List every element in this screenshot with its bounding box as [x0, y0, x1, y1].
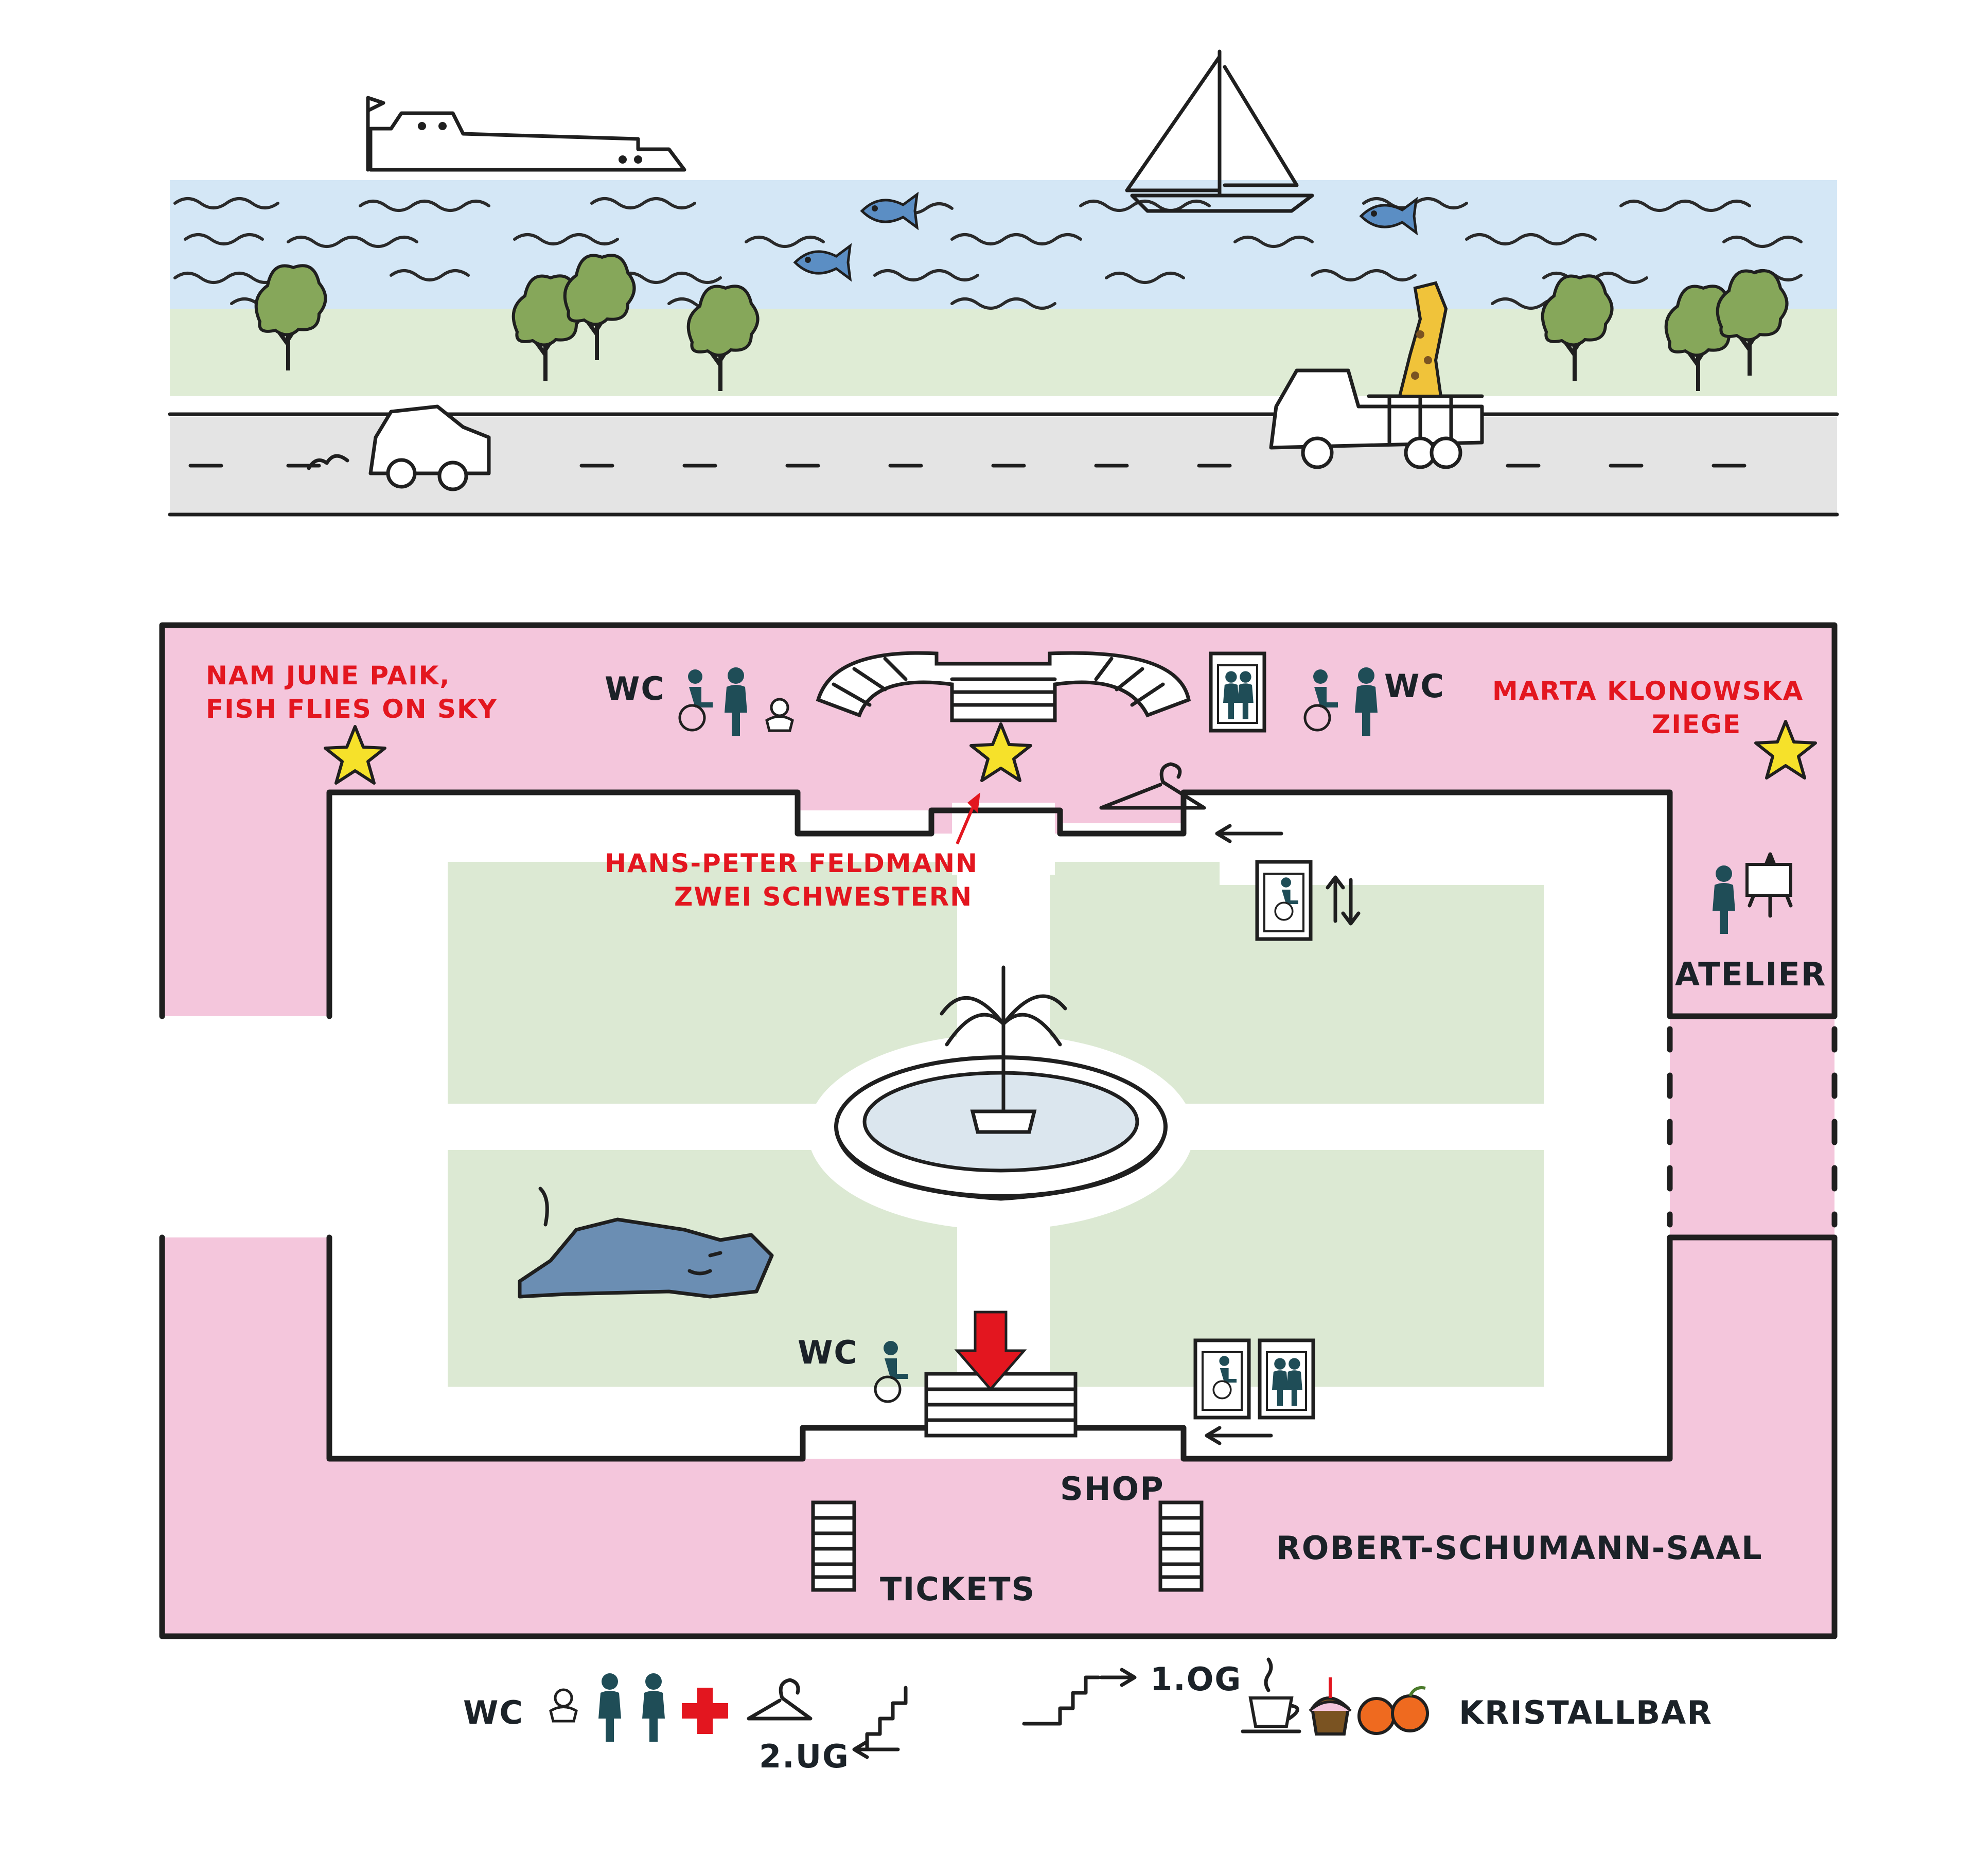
- coat-hanger-icon: [747, 1678, 813, 1721]
- coffee-cup-icon: [1241, 1657, 1301, 1733]
- wc-label: WC: [1384, 667, 1445, 705]
- stairs-left: [811, 1500, 856, 1592]
- elevator-icon: [1211, 653, 1264, 731]
- coat-hanger-icon: [1099, 762, 1206, 810]
- wc-label: WC: [605, 670, 665, 707]
- woman-icon: [598, 1673, 621, 1742]
- legend-wc-label: WC: [463, 1694, 524, 1731]
- artwork-label-feldmann-line2: ZWEI SCHWESTERN: [674, 882, 973, 912]
- entrance-arrow-icon: [954, 1311, 1027, 1391]
- elevator-up-down-icon: [1326, 875, 1361, 926]
- rhino-sculpture-icon: [518, 1187, 774, 1299]
- artwork-label-paik-line1: NAM JUNE PAIK,: [206, 661, 450, 691]
- orange-icon: [1357, 1686, 1429, 1735]
- saal-label: ROBERT-SCHUMANN-SAAL: [1276, 1529, 1763, 1567]
- baby-icon: [765, 698, 794, 732]
- shop-label: SHOP: [1060, 1470, 1165, 1508]
- river-scene: [168, 49, 1839, 517]
- glass-wall: [1667, 1026, 1838, 1228]
- stairs-right: [1158, 1500, 1204, 1592]
- entrance-stairs: [924, 1372, 1078, 1438]
- legend: WC 2.UG 1.OG KRISTALLBAR: [463, 1657, 1713, 1775]
- artwork-label-paik-line2: FISH FLIES ON SKY: [206, 694, 498, 724]
- fountain-icon: [808, 965, 1194, 1230]
- cupcake-icon: [1309, 1677, 1352, 1736]
- artwork-label-klonowska-line1: MARTA KLONOWSKA: [1492, 676, 1804, 706]
- legend-up-floor: 1.OG: [1150, 1660, 1242, 1698]
- up-arrow-icon: [1099, 1668, 1137, 1687]
- first-aid-icon: [682, 1688, 728, 1734]
- direction-arrow-icon: [1215, 824, 1283, 843]
- stairs-up-icon: [1022, 1675, 1101, 1726]
- pointer-arrowhead: [967, 792, 980, 813]
- man-icon: [642, 1673, 665, 1742]
- boat-icon: [366, 96, 686, 172]
- legend-bar-label: KRISTALLBAR: [1459, 1694, 1713, 1731]
- grand-staircase: [816, 651, 1191, 722]
- elevator-icon: [1260, 1340, 1313, 1418]
- truck-with-giraffe-icon: [1269, 281, 1484, 469]
- stairs-down-icon: [865, 1686, 908, 1751]
- direction-arrow-icon: [1205, 1426, 1273, 1445]
- pointer-line: [956, 807, 974, 845]
- floor-plan: NAM JUNE PAIK, FISH FLIES ON SKY HANS-PE…: [159, 622, 1838, 1639]
- atelier-easel-icon: [1713, 852, 1793, 934]
- wc-label: WC: [798, 1334, 858, 1371]
- legend-down-floor: 2.UG: [759, 1738, 850, 1775]
- car-icon: [307, 404, 491, 491]
- tickets-label: TICKETS: [880, 1570, 1035, 1608]
- elevator-wheelchair-icon: [1195, 1340, 1249, 1418]
- artwork-label-klonowska-line2: ZIEGE: [1652, 710, 1741, 739]
- baby-icon: [549, 1688, 578, 1723]
- sailboat-icon: [1125, 49, 1314, 213]
- down-arrow-icon: [852, 1740, 900, 1759]
- artwork-label-feldmann-line1: HANS-PETER FELDMANN: [605, 848, 978, 878]
- atelier-label: ATELIER: [1675, 955, 1826, 993]
- elevator-wheelchair-icon: [1257, 862, 1311, 939]
